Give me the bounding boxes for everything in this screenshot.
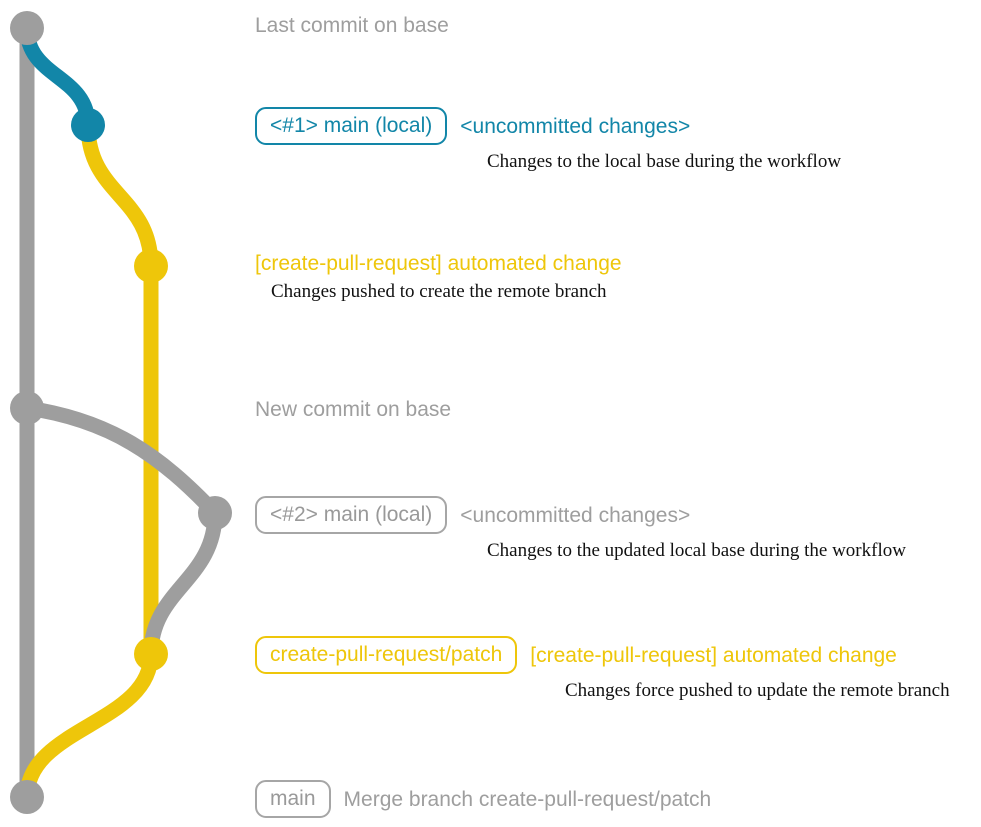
commit-row-local-commit-1: <#1> main (local) <uncommitted changes> … (255, 107, 841, 173)
edge-local1-to-patch1 (80, 117, 159, 274)
commit-headline: <#2> main (local) <uncommitted changes> (255, 496, 906, 534)
commit-headline: create-pull-request/patch [create-pull-r… (255, 636, 950, 674)
commit-node-local-2[interactable] (198, 496, 232, 530)
commit-node-patch-2[interactable] (134, 637, 168, 671)
heading-last-commit-on-base: Last commit on base (255, 14, 449, 37)
commit-row-local-commit-2: <#2> main (local) <uncommitted changes> … (255, 496, 906, 562)
commit-subject-patch-1: [create-pull-request] automated change (255, 252, 622, 275)
branch-pill-local-1[interactable]: <#1> main (local) (255, 107, 448, 145)
commit-headline: [create-pull-request] automated change (255, 252, 622, 275)
commit-body-local-1: Changes to the local base during the wor… (487, 151, 842, 172)
commit-node-base-new[interactable] (10, 391, 44, 425)
commit-subject-local-2: <uncommitted changes> (460, 503, 691, 527)
edge-base-to-local1 (19, 20, 96, 133)
edge-basenew-to-local2 (19, 400, 223, 521)
heading-new-commit-on-base: New commit on base (255, 398, 452, 421)
commit-row-merge-commit: main Merge branch create-pull-request/pa… (255, 780, 711, 818)
commit-node-patch-1[interactable] (134, 249, 168, 283)
commit-headline: main Merge branch create-pull-request/pa… (255, 780, 711, 818)
edge-patch2-to-merge (19, 646, 159, 805)
branch-pill-main[interactable]: main (255, 780, 331, 818)
commit-subject-merge: Merge branch create-pull-request/patch (343, 787, 712, 811)
branch-pill-local-2[interactable]: <#2> main (local) (255, 496, 448, 534)
commit-body-patch-2: Changes force pushed to update the remot… (565, 680, 950, 701)
commit-node-base-merge[interactable] (10, 780, 44, 814)
edge-local2-to-patch2 (143, 505, 223, 662)
commit-body-local-2: Changes to the updated local base during… (487, 540, 906, 561)
branch-pill-create-pull-request-patch[interactable]: create-pull-request/patch (255, 636, 518, 674)
commit-body-patch-1: Changes pushed to create the remote bran… (271, 281, 607, 302)
commit-subject-local-1: <uncommitted changes> (460, 114, 691, 138)
commit-row-patch-commit-1: [create-pull-request] automated change C… (255, 252, 622, 303)
commit-headline: <#1> main (local) <uncommitted changes> (255, 107, 841, 145)
commit-row-patch-commit-2: create-pull-request/patch [create-pull-r… (255, 636, 950, 702)
commit-subject-patch-2: [create-pull-request] automated change (530, 643, 897, 667)
commit-node-base-last[interactable] (10, 11, 44, 45)
commit-node-local-1[interactable] (71, 108, 105, 142)
